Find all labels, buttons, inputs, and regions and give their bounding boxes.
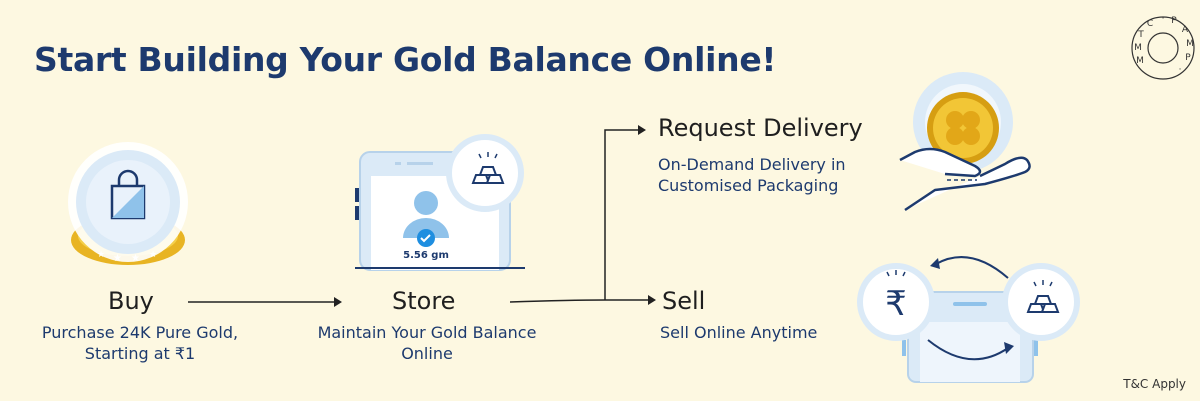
svg-text:A: A — [1182, 25, 1189, 35]
request-delivery-description: On-Demand Delivery in Customised Packagi… — [658, 154, 846, 196]
svg-text:P: P — [1185, 53, 1191, 63]
svg-text:C: C — [1147, 19, 1153, 29]
buy-illustration: ★ ★ ★ ★ — [68, 142, 188, 265]
arrow-buy-to-store — [188, 297, 342, 307]
delivery-illustration — [899, 72, 1031, 212]
store-illustration — [355, 134, 525, 271]
svg-text:M: M — [1136, 56, 1144, 66]
request-delivery-title: Request Delivery — [658, 114, 863, 142]
page-title: Start Building Your Gold Balance Online! — [34, 40, 777, 79]
exchange-arrows-icon — [927, 256, 1014, 361]
verified-check-icon — [417, 229, 435, 247]
terms-note: T&C Apply — [1123, 377, 1186, 391]
mmtc-pamp-logo: MMT C·P AMP · — [1131, 14, 1195, 80]
buy-description: Purchase 24K Pure Gold, Starting at ₹1 — [20, 322, 260, 364]
gold-balance-label: 5.56 gm — [403, 250, 449, 261]
branch-arrows — [509, 125, 656, 305]
svg-text:P: P — [1171, 16, 1177, 26]
buy-title: Buy — [108, 287, 154, 315]
svg-text:T: T — [1137, 30, 1144, 40]
delivery-desc-line2: Customised Packaging — [658, 176, 839, 195]
store-title: Store — [392, 287, 456, 315]
svg-text:★: ★ — [149, 250, 157, 260]
svg-text:★: ★ — [113, 253, 122, 264]
delivery-desc-line1: On-Demand Delivery in — [658, 155, 846, 174]
shopping-bag-icon — [110, 169, 146, 220]
gold-coin-icon — [927, 92, 999, 164]
store-desc-line2: Online — [401, 344, 453, 363]
rupee-icon: ₹ — [885, 284, 907, 324]
svg-text:★: ★ — [97, 250, 105, 260]
hand-icon — [899, 147, 1031, 212]
buy-desc-line2: Starting at ₹1 — [84, 344, 196, 363]
svg-text:★: ★ — [131, 253, 140, 264]
sell-illustration: ₹ — [857, 256, 1080, 383]
svg-text:₹: ₹ — [885, 284, 907, 324]
store-description: Maintain Your Gold Balance Online — [298, 322, 556, 364]
store-desc-line1: Maintain Your Gold Balance — [317, 323, 537, 342]
sell-description: Sell Online Anytime — [660, 323, 818, 342]
gold-bars-icon — [1026, 295, 1060, 313]
gold-bars-icon — [471, 166, 505, 184]
user-avatar-icon — [403, 191, 449, 238]
svg-text:·: · — [1179, 65, 1182, 75]
svg-text:·: · — [1162, 14, 1165, 24]
sell-title: Sell — [662, 287, 706, 315]
svg-text:M: M — [1186, 39, 1194, 49]
svg-text:M: M — [1134, 43, 1142, 53]
buy-desc-line1: Purchase 24K Pure Gold, — [41, 323, 239, 342]
